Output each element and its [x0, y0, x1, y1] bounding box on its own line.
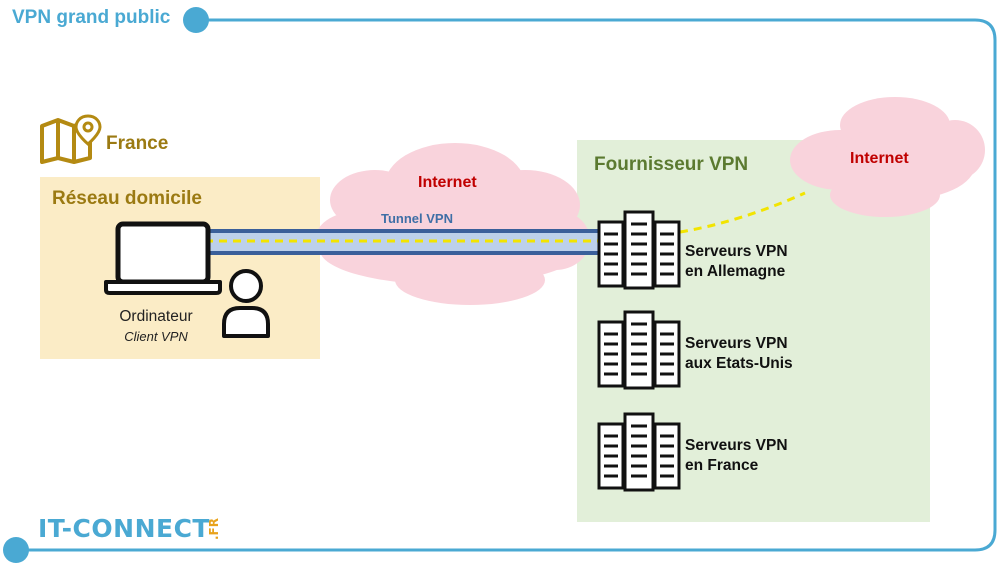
brand-logo: IT-CONNECT	[38, 514, 210, 543]
tunnel-label: Tunnel VPN	[381, 211, 453, 226]
server-label-line1: Serveurs VPN	[685, 437, 788, 454]
server-label-france: Serveurs VPN en France	[685, 436, 788, 476]
server-rack-icon	[597, 310, 681, 390]
internet-cloud-right	[790, 97, 985, 217]
server-label-line2: en France	[685, 457, 759, 474]
server-label-line2: en Allemagne	[685, 263, 786, 280]
server-label-line1: Serveurs VPN	[685, 335, 788, 352]
brand-suffix: .FR	[207, 518, 221, 540]
map-pin-icon	[40, 114, 102, 164]
internet-left-label: Internet	[418, 174, 477, 191]
server-label-line1: Serveurs VPN	[685, 243, 788, 260]
location-label: France	[106, 133, 169, 154]
provider-label: Fournisseur VPN	[594, 154, 749, 175]
server-label-line2: aux Etats-Unis	[685, 355, 793, 372]
server-label-usa: Serveurs VPN aux Etats-Unis	[685, 334, 793, 374]
server-rack-icon	[597, 210, 681, 290]
user-icon	[222, 269, 270, 338]
computer-sublabel: Client VPN	[124, 329, 188, 344]
server-rack-icon	[597, 412, 681, 492]
computer-label: Ordinateur	[119, 308, 193, 325]
laptop-icon	[104, 221, 222, 295]
home-network-label: Réseau domicile	[52, 188, 202, 209]
internet-right-label: Internet	[850, 150, 909, 167]
diagram-title: VPN grand public	[12, 7, 171, 28]
server-label-germany: Serveurs VPN en Allemagne	[685, 242, 788, 282]
